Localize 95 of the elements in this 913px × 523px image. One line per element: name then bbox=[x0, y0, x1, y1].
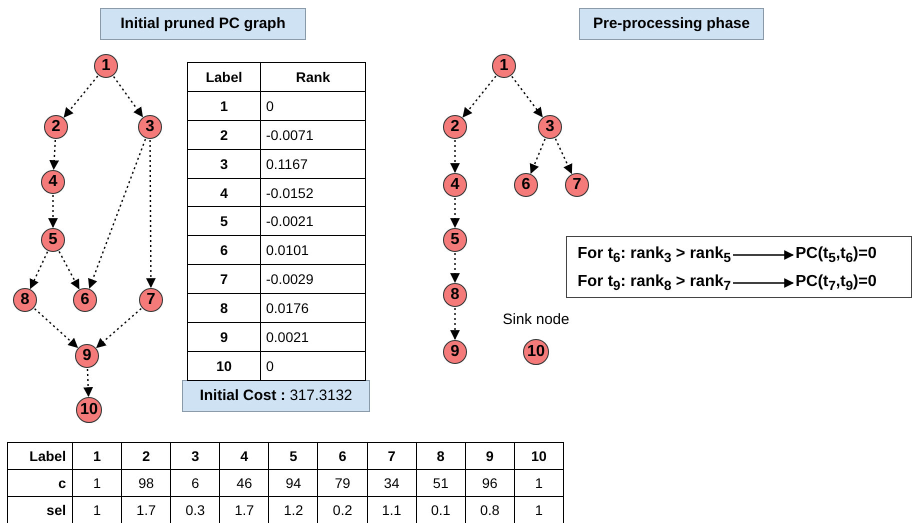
node-caption: Sink node bbox=[502, 311, 570, 328]
table-value: 1 bbox=[514, 470, 564, 496]
arrow bbox=[96, 308, 142, 348]
arrow bbox=[88, 138, 146, 289]
column-header: 7 bbox=[367, 442, 416, 470]
arrow bbox=[34, 308, 78, 348]
arrow bbox=[113, 76, 143, 118]
table-value: 98 bbox=[122, 470, 171, 496]
arrow bbox=[733, 278, 794, 288]
row-label: sel bbox=[8, 496, 72, 523]
table-value: 51 bbox=[416, 470, 466, 496]
row-label: 2 bbox=[188, 120, 260, 150]
graph-node: 6 bbox=[514, 173, 538, 197]
rule-text: For t$_{9}$: rank$_{8}$ > rank$_{7}$ bbox=[578, 270, 730, 294]
table-value: -0.0071 bbox=[260, 120, 366, 150]
table-value: 0.0101 bbox=[260, 236, 366, 265]
table-value: 0 bbox=[260, 351, 366, 380]
table-value: 6 bbox=[170, 470, 220, 496]
arrow bbox=[49, 140, 60, 170]
graph-node: 7 bbox=[565, 173, 589, 197]
row-label: c bbox=[8, 470, 72, 496]
graph-node: 10 bbox=[523, 339, 549, 365]
column-header: 8 bbox=[416, 442, 466, 470]
table-value: 0.1167 bbox=[260, 149, 366, 178]
rule-text: PC(t$_{5}$,t$_{6}$)=0 bbox=[796, 242, 908, 266]
column-header: 1 bbox=[72, 442, 122, 470]
row-label: 8 bbox=[188, 294, 260, 323]
table-value: 79 bbox=[318, 470, 368, 496]
table-value: 96 bbox=[465, 470, 514, 496]
graph-node: 4 bbox=[41, 170, 65, 194]
graph-node: 8 bbox=[13, 288, 37, 312]
column-header: Label bbox=[188, 62, 260, 92]
table-value: -0.0029 bbox=[260, 264, 366, 294]
arrow bbox=[462, 76, 496, 118]
table-value: 94 bbox=[268, 470, 318, 496]
title-box: Initial pruned PC graph bbox=[100, 8, 306, 40]
graph-node: 5 bbox=[443, 228, 467, 252]
column-header: 5 bbox=[268, 442, 318, 470]
row-label: 1 bbox=[188, 91, 260, 120]
rule-text: For t$_{6}$: rank$_{3}$ > rank$_{5}$ bbox=[578, 242, 730, 266]
arrow bbox=[511, 76, 543, 118]
graph-node: 3 bbox=[138, 115, 162, 139]
arrow bbox=[64, 76, 98, 118]
row-label: 9 bbox=[188, 322, 260, 352]
table-value: 46 bbox=[220, 470, 269, 496]
table-value: 34 bbox=[367, 470, 416, 496]
column-header: 9 bbox=[465, 442, 514, 470]
graph-node: 6 bbox=[73, 288, 97, 312]
table-value: 0.0176 bbox=[260, 294, 366, 323]
arrow bbox=[83, 368, 94, 397]
arrow bbox=[30, 251, 48, 290]
column-header: Rank bbox=[260, 62, 366, 92]
row-label: 10 bbox=[188, 351, 260, 380]
arrow bbox=[450, 253, 460, 283]
column-header: 2 bbox=[122, 442, 171, 470]
arrow bbox=[58, 251, 80, 290]
table-value: 0.0021 bbox=[260, 322, 366, 352]
row-label: 4 bbox=[188, 178, 260, 207]
graph-node: 5 bbox=[41, 228, 65, 252]
graph-node: 1 bbox=[94, 54, 118, 78]
rule-text: PC(t$_{7}$,t$_{9}$)=0 bbox=[796, 270, 908, 294]
column-header: 3 bbox=[170, 442, 220, 470]
column-header: 4 bbox=[220, 442, 269, 470]
graph-node: 7 bbox=[139, 288, 163, 312]
graph-node: 8 bbox=[443, 283, 467, 307]
cost-box: Initial Cost : 317.3132 bbox=[182, 380, 370, 412]
table-value: -0.0152 bbox=[260, 178, 366, 207]
arrow bbox=[450, 198, 460, 228]
column-header: Label bbox=[8, 442, 72, 470]
arrow bbox=[450, 140, 460, 173]
arrow bbox=[530, 138, 546, 174]
graph-node: 2 bbox=[443, 115, 467, 139]
graph-node: 9 bbox=[443, 340, 467, 364]
graph-node: 2 bbox=[44, 115, 68, 139]
arrow bbox=[733, 250, 794, 260]
arrow bbox=[450, 308, 460, 340]
arrow bbox=[48, 195, 58, 228]
title-box: Pre-processing phase bbox=[579, 8, 764, 40]
arrow bbox=[554, 138, 572, 174]
graph-node: 4 bbox=[443, 173, 467, 197]
graph-node: 9 bbox=[75, 344, 99, 368]
graph-node: 3 bbox=[538, 115, 562, 139]
row-label: 6 bbox=[188, 236, 260, 265]
arrow bbox=[146, 140, 156, 288]
graph-node: 1 bbox=[492, 54, 516, 78]
row-label: 5 bbox=[188, 206, 260, 236]
table-value: -0.0021 bbox=[260, 206, 366, 236]
row-label: 7 bbox=[188, 264, 260, 294]
graph-node: 10 bbox=[76, 397, 102, 423]
box-frame bbox=[566, 236, 912, 298]
table-value: 1 bbox=[72, 470, 122, 496]
row-label: 3 bbox=[188, 149, 260, 178]
column-header: 6 bbox=[318, 442, 368, 470]
column-header: 10 bbox=[514, 442, 564, 470]
table-value: 0 bbox=[260, 91, 366, 120]
